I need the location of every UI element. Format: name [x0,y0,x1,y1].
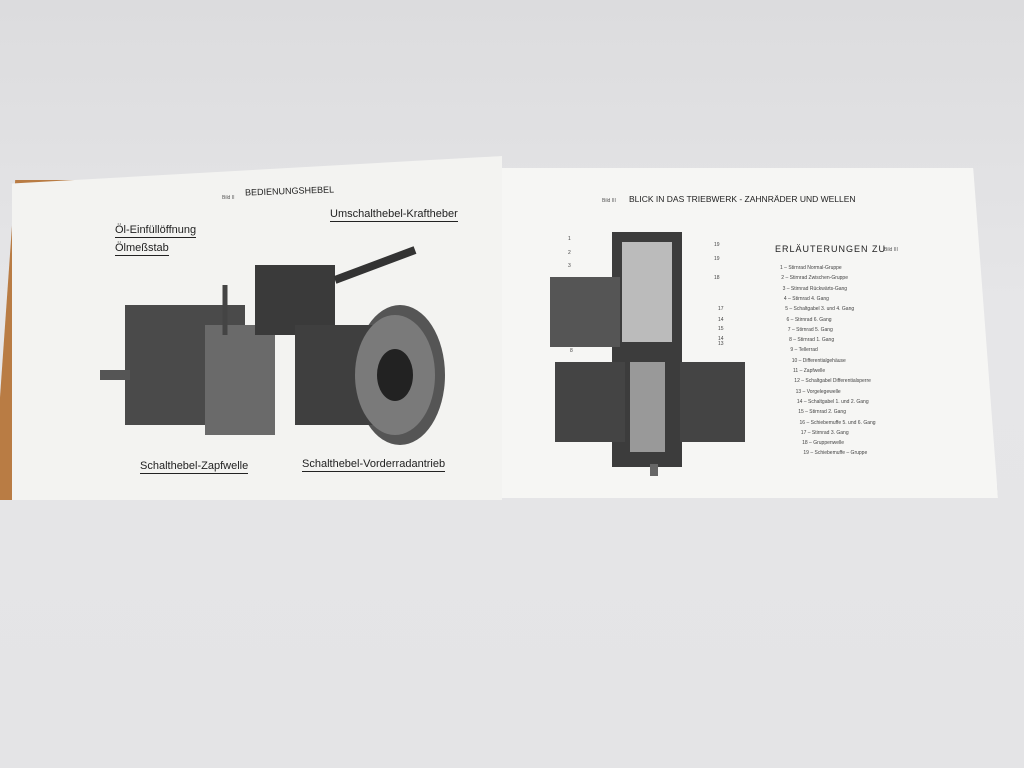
label-schalthebel-vorderrad: Schalthebel-Vorderradantrieb [302,458,446,472]
legend-item: 14 – Schaltgabel 1. und 2. Gang [796,398,869,405]
legend-item: 8 – Stirnrad 1. Gang [789,337,835,344]
legend-item: 5 – Schaltgabel 3. und 4. Gang [785,306,855,313]
callout-number: 13 [718,341,724,347]
legend-item: 7 – Stirnrad 5. Gang [787,326,833,333]
callout-number: 14 [718,336,724,342]
legend-item: 18 – Gruppenwelle [802,440,845,447]
left-caption-prefix: Bild II [222,195,235,201]
callout-number: 15 [718,326,724,332]
callout-number: 14 [718,317,724,323]
label-schalthebel-zapfwelle: Schalthebel-Zapfwelle [140,460,249,474]
legend-item: 9 – Tellerrad [790,347,818,354]
callout-number: 17 [718,306,724,312]
legend-item: 3 – Stirnrad Rückwärts-Gang [782,285,848,292]
callout-number: 19 [714,256,720,262]
right-page-title: BLICK IN DAS TRIEBWERK - ZAHNRÄDER UND W… [629,194,856,204]
callout-number: 2 [568,250,571,256]
legend-item: 6 – Stirnrad 6. Gang [786,316,832,323]
legend-title: ERLÄUTERUNGEN ZU [775,244,887,254]
callout-number: 18 [714,275,720,281]
legend-item: 17 – Stirnrad 3. Gang [800,429,849,436]
legend-item: 12 – Schaltgabel Differentialsperre [794,378,871,385]
legend-item: 13 – Vorgelegewelle [795,388,841,395]
transmission-illustration [100,246,445,445]
legend-item: 10 – Differentialgehäuse [791,357,846,364]
legend-item: 1 – Stirnrad Normal-Gruppe [780,265,842,271]
callout-number: 3 [568,263,571,269]
label-umschalthebel: Umschalthebel-Kraftheber [330,208,458,222]
label-oelmessstab: Ölmeßstab [115,242,169,256]
legend-item: 15 – Stirnrad 2. Gang [798,409,846,416]
callout-number: 19 [714,242,720,248]
right-caption-prefix: Bild III [602,198,616,204]
gearbox-cutaway-illustration [550,232,745,476]
legend-ref: Bild III [884,247,898,253]
callout-number: 8 [570,348,573,354]
legend-item: 19 – Schiebemuffe – Gruppe [803,450,868,457]
legend-item: 2 – Stirnrad Zwischen-Gruppe [781,275,848,282]
legend-item: 16 – Schiebemuffe 5. und 6. Gang [799,419,876,426]
label-oel-einfuell: Öl-Einfüllöffnung [115,224,197,238]
legend-item: 11 – Zapfwelle [793,368,826,374]
callout-number: 1 [568,236,571,242]
legend-item: 4 – Stirnrad 4. Gang [783,295,829,302]
